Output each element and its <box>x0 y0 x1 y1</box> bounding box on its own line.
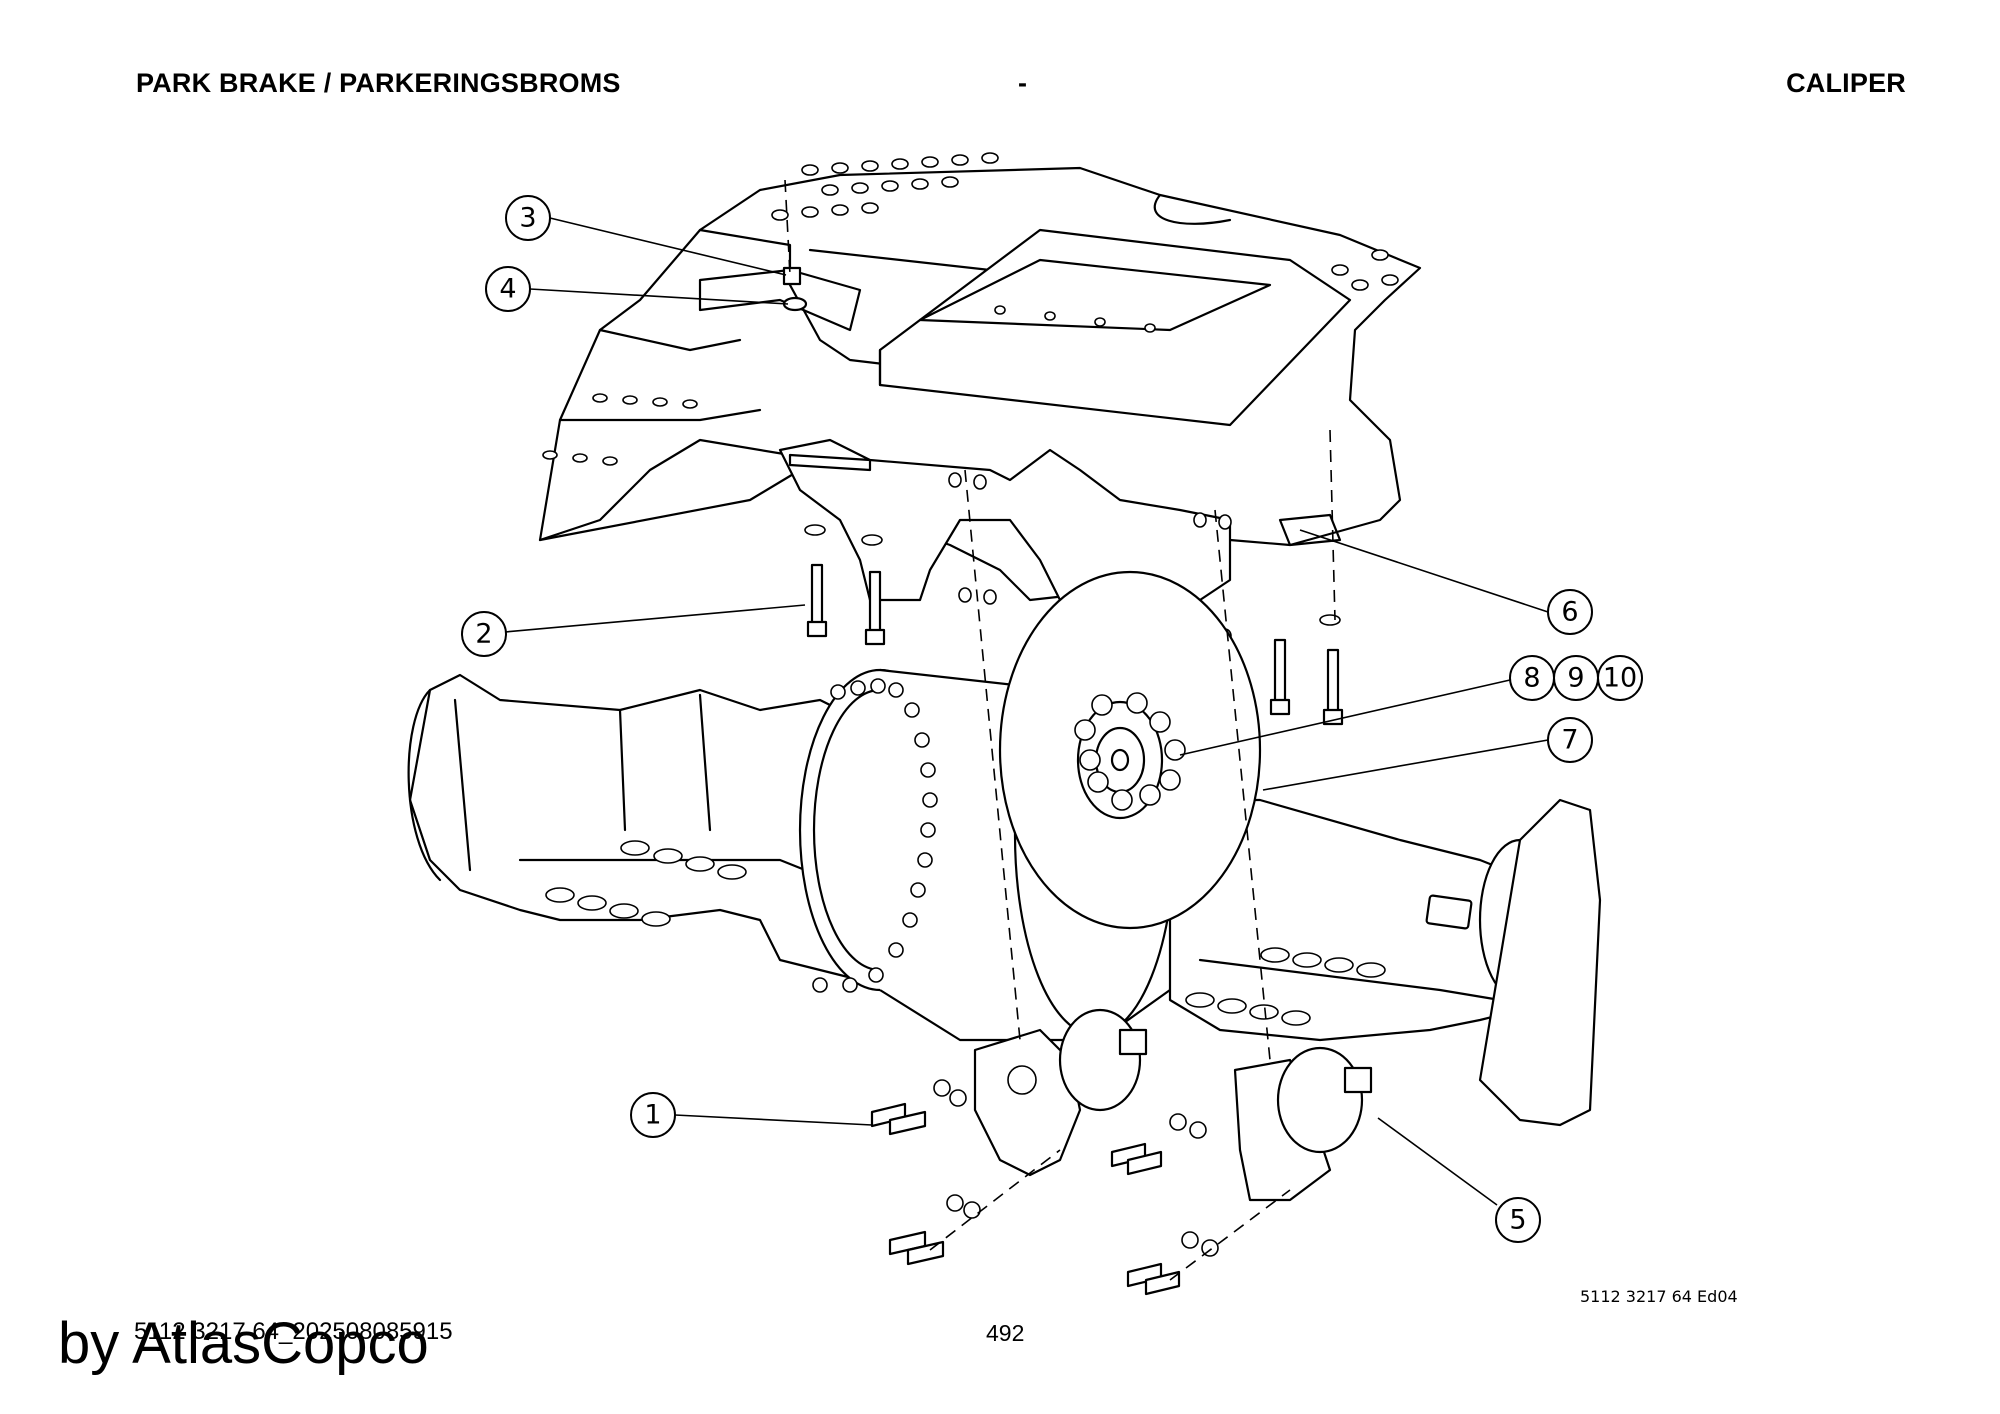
housing-holes-right <box>1185 947 1386 1026</box>
assembly-lines <box>784 179 1336 1281</box>
callout-10[interactable]: 10 <box>1597 655 1643 701</box>
drawing-reference: 5112 3217 64 Ed04 <box>1580 1287 1738 1306</box>
caliper-screws <box>870 1079 1219 1296</box>
caliper-left <box>973 1008 1148 1177</box>
callout-8[interactable]: 8 <box>1509 655 1555 701</box>
svg-text:2: 2 <box>475 619 492 650</box>
callout-7[interactable]: 7 <box>1547 717 1593 763</box>
flange-bolts <box>812 678 938 993</box>
svg-text:3: 3 <box>519 203 536 234</box>
document-id: 5112 3217 64_202508085915 <box>134 1318 453 1345</box>
svg-text:4: 4 <box>499 274 516 305</box>
svg-text:6: 6 <box>1561 597 1578 628</box>
brake-disc <box>998 570 1262 930</box>
section-title: PARK BRAKE / PARKERINGSBROMS <box>136 68 621 98</box>
callout-2[interactable]: 2 <box>461 611 507 657</box>
callout-1[interactable]: 1 <box>630 1092 676 1138</box>
callout-5[interactable]: 5 <box>1495 1197 1541 1243</box>
watermark: by AtlasCopco <box>58 1311 429 1376</box>
callout-4[interactable]: 4 <box>485 266 531 312</box>
svg-text:10: 10 <box>1603 663 1637 694</box>
axle-housing <box>407 633 1602 1127</box>
component-title: CALIPER <box>1786 68 1906 98</box>
svg-text:9: 9 <box>1567 663 1584 694</box>
caliper-right <box>1233 1046 1373 1202</box>
svg-text:8: 8 <box>1523 663 1540 694</box>
callout-9[interactable]: 9 <box>1553 655 1599 701</box>
header-separator: - <box>1018 68 1028 98</box>
callout-6[interactable]: 6 <box>1547 589 1593 635</box>
nameplate-icon <box>1425 894 1473 930</box>
frame-assembly <box>538 152 1422 644</box>
svg-text:1: 1 <box>644 1100 661 1131</box>
nut <box>782 266 802 286</box>
svg-text:7: 7 <box>1561 725 1578 756</box>
svg-text:5: 5 <box>1509 1205 1526 1236</box>
callout-3[interactable]: 3 <box>505 195 551 241</box>
housing-holes <box>545 840 747 927</box>
leader-lines <box>504 217 1549 1206</box>
page-number: 492 <box>986 1320 1025 1346</box>
mounting-bolts <box>804 524 1344 726</box>
